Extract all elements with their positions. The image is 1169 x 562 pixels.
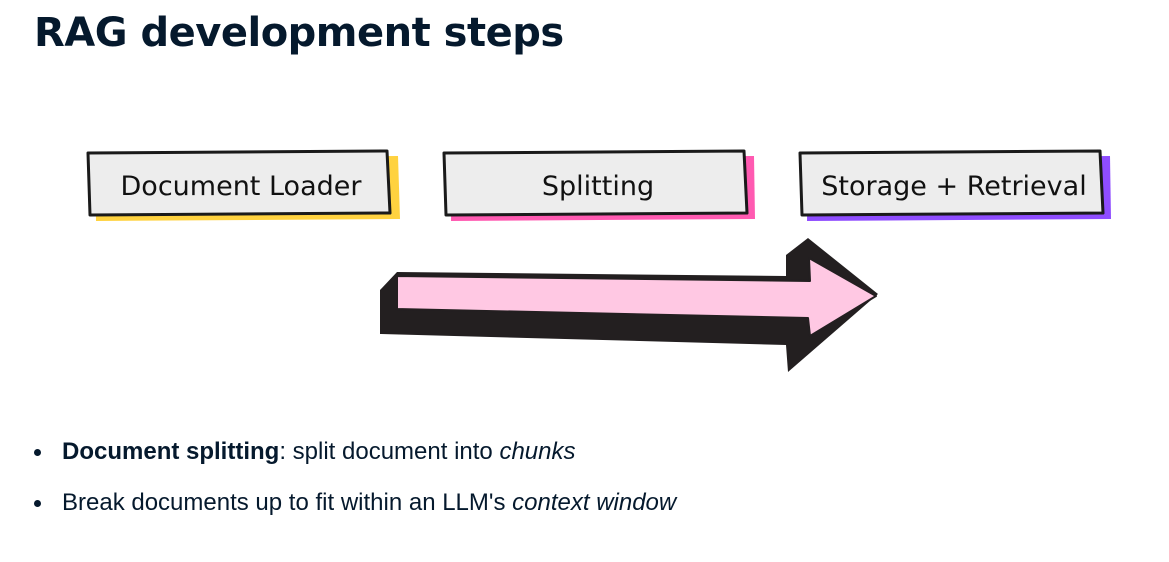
step-box: [442, 149, 749, 217]
bullet-item: Document splitting: split document into …: [34, 434, 676, 470]
arrow-right-icon: [380, 238, 878, 372]
step-label: Document Loader: [121, 171, 363, 202]
step-storage-retrieval: Storage + Retrieval: [798, 149, 1111, 221]
slide-title: RAG development steps: [34, 10, 564, 56]
bullet-emphasis: chunks: [499, 438, 576, 465]
step-label: Storage + Retrieval: [821, 171, 1086, 202]
step-box: [86, 149, 392, 217]
step-splitting: Splitting: [442, 149, 755, 221]
bullet-emphasis: context window: [512, 489, 677, 516]
bullet-separator: :: [279, 438, 286, 465]
bullet-item: Break documents up to fit within an LLM'…: [34, 485, 676, 521]
step-label: Splitting: [542, 171, 654, 202]
bullet-text: split document into: [286, 438, 500, 465]
pipeline-diagram: Document Loader Splitting Storage + Retr…: [86, 149, 1111, 372]
step-document-loader: Document Loader: [86, 149, 400, 221]
bullet-dot: [34, 449, 41, 456]
bullet-dot: [34, 500, 41, 507]
bullet-text: Break documents up to fit within an LLM'…: [62, 489, 513, 516]
bullet-list: Document splitting: split document into …: [34, 434, 676, 536]
bullet-term: Document splitting: [62, 438, 280, 465]
step-box: [798, 149, 1105, 217]
arrow-body: [396, 257, 877, 337]
